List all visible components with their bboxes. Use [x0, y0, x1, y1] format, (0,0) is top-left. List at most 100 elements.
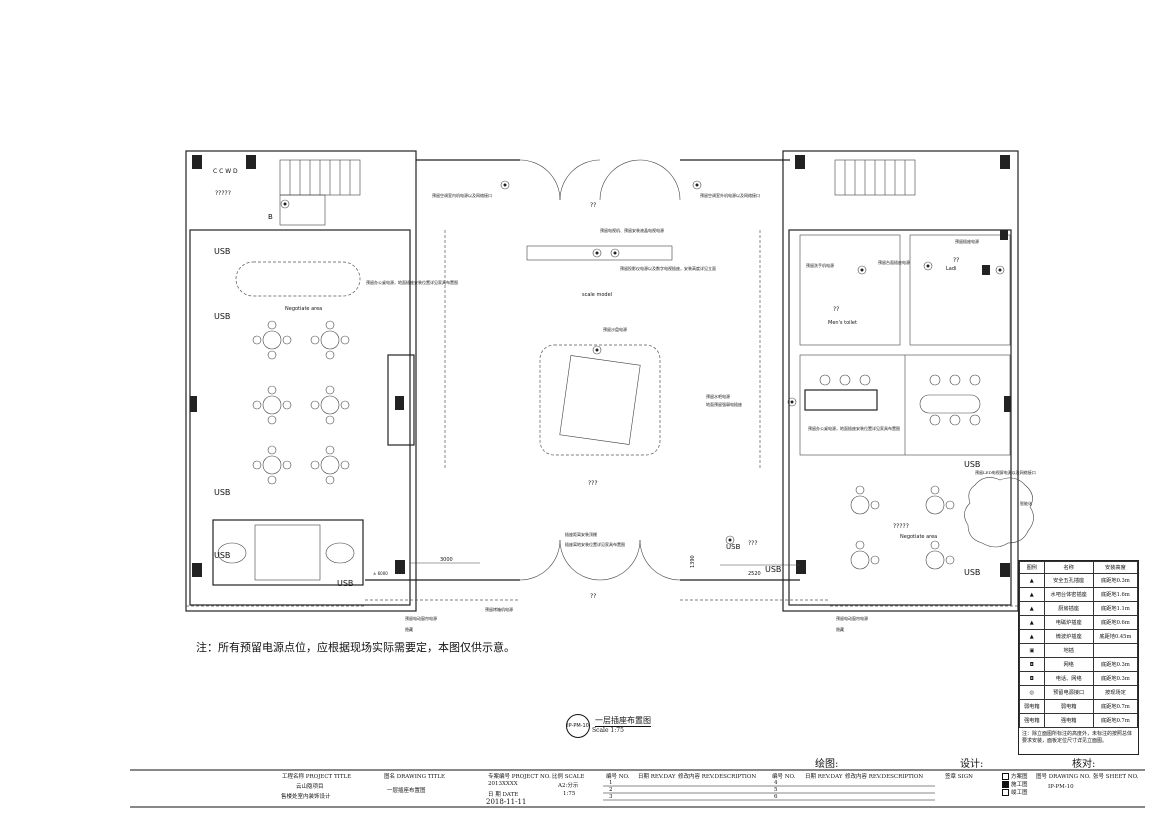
usb-label: USB [214, 488, 230, 497]
rev-day-label-2: 日期 REV.DAY [805, 774, 843, 780]
annotation: 插座离地安装位置详见家具布置图 [565, 541, 625, 547]
usb-label: USB [214, 312, 230, 321]
annotation: 预留电动窗帘电源 [405, 615, 437, 621]
rev-row: 6 [774, 794, 778, 800]
annotation: 预留插座电源 [955, 238, 979, 244]
outlet-icon: ▲ [1019, 587, 1045, 602]
usb-label: USB [765, 565, 781, 574]
rev-day-label: 日期 REV.DAY [638, 774, 676, 780]
design-label: 设计: [960, 759, 984, 770]
sign-label: 签章 SIGN [945, 774, 973, 780]
room-label: ?? [833, 306, 839, 313]
general-note: 注：所有预留电源点位，应根据现场实际需要定，本图仅供示意。 [196, 641, 515, 654]
usb-label: USB [964, 460, 980, 469]
rev-desc-label: 修改内容 REV.DESCRIPTION [678, 774, 757, 780]
negotiate-area-label: Negotiate area [900, 534, 937, 540]
sheet-no-label: 张号 SHEET NO. [1093, 774, 1139, 780]
legend-row: 弱电箱弱电箱底距地0.7m [1019, 699, 1139, 714]
room-label: ?? [590, 202, 596, 209]
legend-row: ◘网络底距地0.3m [1019, 657, 1139, 672]
mens-toilet-label: Men's toilet [828, 320, 857, 326]
legend-header-name: 名称 [1043, 561, 1094, 574]
legend-table: 图例 名称 安装高度 ▲安全五孔插座底距地0.3m ▲水吧台体密插座底距地1.6… [1018, 560, 1139, 755]
annotation: 预留空调室外机电源以及网络接口 [700, 192, 760, 198]
rev-row: 3 [609, 794, 613, 800]
rev-row: 4 [774, 780, 778, 786]
ccwd-label: C C W D [213, 168, 238, 175]
room-label: ??? [588, 480, 598, 487]
scale-label: 比例 SCALE [552, 774, 585, 780]
legend-row: 强电箱强电箱底距地0.7m [1019, 713, 1139, 728]
scale-value: 1:75 [563, 791, 576, 797]
power-point-icon: ◎ [1019, 685, 1045, 700]
scale-model-label: scale model [582, 292, 612, 298]
project-title-label: 工程名称 PROJECT TITLE [282, 774, 352, 780]
annotation: 隐藏 [836, 626, 844, 632]
usb-label: USB [214, 551, 230, 560]
room-label: ??? [748, 540, 758, 547]
dimension-label: ± 6000 [373, 571, 388, 576]
room-label: ?? [953, 257, 959, 264]
rev-desc-label-2: 修改内容 REV.DESCRIPTION [845, 774, 924, 780]
legend-row: ▲电磁炉插座底距地0.6m [1019, 615, 1139, 630]
project-name: 云山隐项目 [296, 784, 324, 790]
power-points [280, 180, 1005, 545]
furniture-right [819, 374, 981, 570]
scale-size: A2:分示 [558, 783, 579, 789]
dimension-label: 1390 [690, 555, 696, 568]
usb-label: USB [964, 568, 980, 577]
legend-row: ▲水吧台体密插座底距地1.6m [1019, 587, 1139, 602]
weak-box-icon: 弱电箱 [1019, 699, 1045, 714]
annotation: 预留洗手机电源 [806, 262, 834, 268]
annotation: 预留投影仪电源以及数字电视插座，安装高度详见立面 [620, 265, 716, 271]
outlet-icon: ▲ [1019, 615, 1045, 630]
usb-label: USB [337, 579, 353, 588]
drawing-scale: Scale 1:75 [592, 727, 624, 734]
room-label: ????? [893, 523, 909, 530]
network-icon: ◘ [1019, 657, 1045, 672]
outlet-icon: ▲ [1019, 601, 1045, 616]
annotation: 预留LED电视屏电源以及网络接口 [975, 469, 1036, 475]
annotation: 预留空调室内机电源以及网络接口 [432, 192, 492, 198]
annotation: 预留电动窗帘电源 [836, 615, 868, 621]
room-label: ?? [590, 593, 596, 600]
usb-label: USB [214, 247, 230, 256]
rev-row: 2 [609, 787, 613, 793]
legend-row: ▲安全五孔插座底距地0.3m [1019, 573, 1139, 588]
checkbox-icon [1002, 789, 1009, 796]
dimension-label: 2520 [748, 571, 761, 577]
rev-no-label-2: 编号 NO. [772, 774, 796, 780]
drawing-title-label: 图名 DRAWING TITLE [384, 774, 446, 780]
ladies-toilet-label: Ladi [946, 266, 956, 272]
annotation: 预留办公桌电源，地面插座安装位置详见家具布置图 [808, 425, 900, 431]
legend-row: ◘电话、网络底距地0.3m [1019, 671, 1139, 686]
drawn-by-label: 绘图: [815, 759, 839, 770]
dimension-label: 3000 [440, 557, 453, 563]
negotiate-area-label: Negotiate area [285, 306, 322, 312]
floor-outlet-icon: ▣ [1019, 643, 1045, 658]
annotation: 预留办公桌电源，地面插座安装位置详见家具布置图 [366, 279, 458, 285]
project-name-2: 售楼处室内装饰设计 [281, 794, 331, 800]
plan-walls [185, 150, 1034, 612]
annotation: 地面预留强弱电插座 [706, 401, 742, 407]
annotation: 智能化 [1020, 500, 1032, 506]
annotation: 插座距离安装顶棚 [565, 531, 597, 537]
legend-row: ◎预留电源接口按现场定 [1019, 685, 1139, 700]
legend-row: ▲微波炉插座底距地0.45m [1019, 629, 1139, 644]
legend-footnote: 注：除立面图所标注的高度外，未标注的按照总体要求安装，面板定位尺寸详见立面图。 [1022, 731, 1133, 744]
stage-completion: 竣工图 [1002, 788, 1028, 796]
legend-header-icon: 图例 [1019, 561, 1045, 574]
stage-construction: 施工图 [1002, 780, 1028, 788]
drawing-badge: IP-PM-10 [566, 714, 590, 738]
annotation: 隐藏 [405, 626, 413, 632]
annotation: 预留沙盘电源 [603, 326, 627, 332]
drawing-title-value: 一层插座布置图 [387, 788, 426, 794]
rev-no-label: 编号 NO. [606, 774, 630, 780]
furniture-left [217, 320, 355, 564]
drawing-title: 一层插座布置图 [595, 716, 651, 727]
rev-row: 1 [609, 780, 613, 786]
annotation: 预留烤箱机电源 [485, 606, 513, 612]
rev-row: 5 [774, 787, 778, 793]
legend-header-height: 安装高度 [1092, 561, 1139, 574]
